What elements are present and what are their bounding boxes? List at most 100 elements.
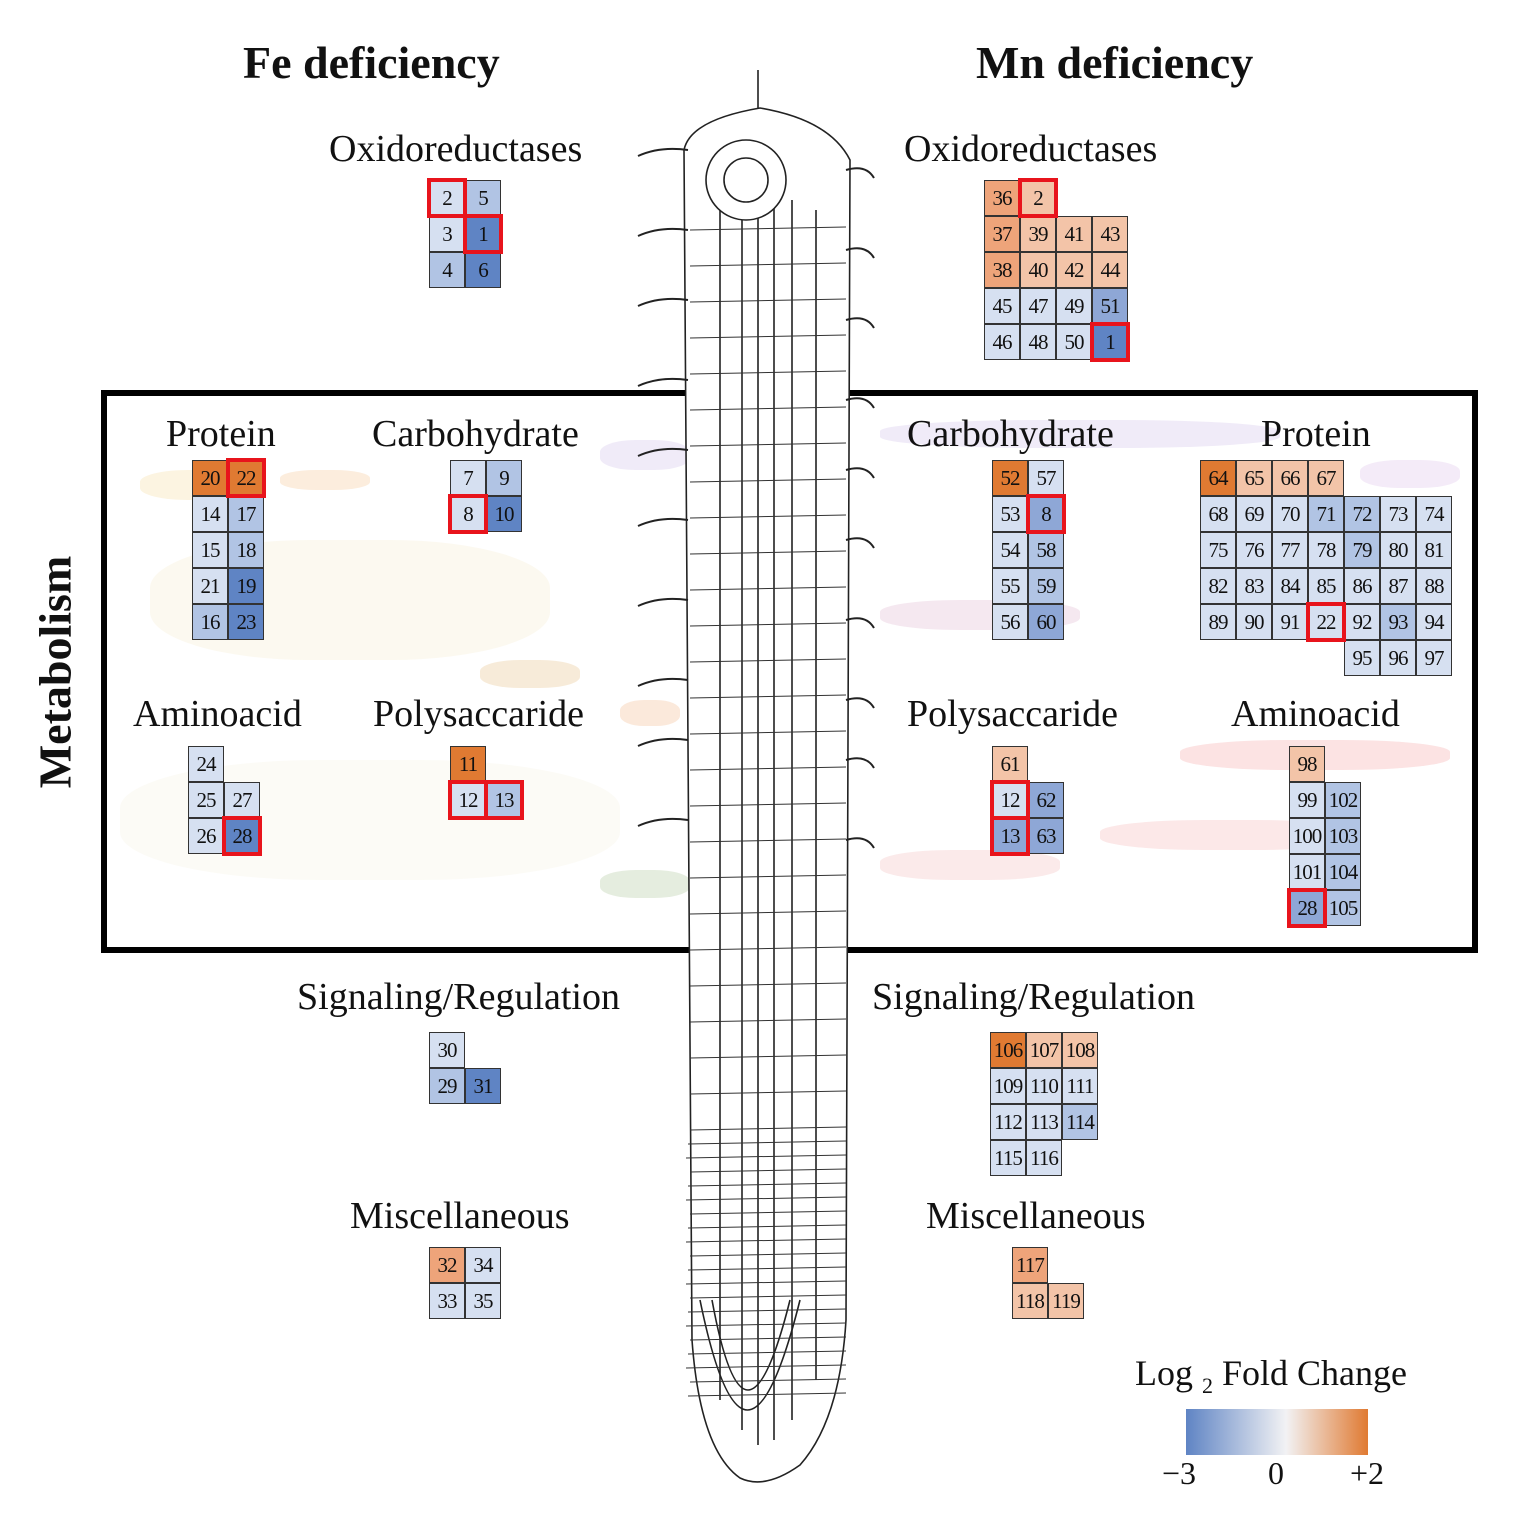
protein-cell-10: 10: [486, 496, 522, 532]
protein-cell-103: 103: [1325, 818, 1361, 854]
protein-cell-33: 33: [429, 1283, 465, 1319]
fe-oxidoreductases-title: Oxidoreductases: [329, 128, 583, 170]
protein-cell-88: 88: [1416, 568, 1452, 604]
protein-cell-70: 70: [1272, 496, 1308, 532]
protein-cell-6: 6: [465, 252, 501, 288]
protein-cell-44: 44: [1092, 252, 1128, 288]
protein-cell-47: 47: [1020, 288, 1056, 324]
protein-cell-38: 38: [984, 252, 1020, 288]
legend-title-prefix: Log: [1135, 1353, 1193, 1393]
protein-cell-45: 45: [984, 288, 1020, 324]
protein-cell-17: 17: [228, 496, 264, 532]
protein-cell-85: 85: [1308, 568, 1344, 604]
protein-cell-72: 72: [1344, 496, 1380, 532]
highlighted-protein-cell-8: 8: [1026, 494, 1066, 534]
protein-cell-61: 61: [992, 746, 1028, 782]
protein-cell-16: 16: [192, 604, 228, 640]
protein-cell-75: 75: [1200, 532, 1236, 568]
protein-cell-93: 93: [1380, 604, 1416, 640]
protein-cell-25: 25: [188, 782, 224, 818]
protein-cell-49: 49: [1056, 288, 1092, 324]
protein-cell-7: 7: [450, 460, 486, 496]
highlighted-protein-cell-22: 22: [1306, 602, 1346, 642]
protein-cell-18: 18: [228, 532, 264, 568]
legend-tick-zero: 0: [1268, 1455, 1284, 1491]
protein-cell-83: 83: [1236, 568, 1272, 604]
protein-cell-42: 42: [1056, 252, 1092, 288]
protein-cell-71: 71: [1308, 496, 1344, 532]
protein-cell-79: 79: [1344, 532, 1380, 568]
highlighted-protein-cell-1: 1: [1090, 322, 1130, 362]
protein-cell-46: 46: [984, 324, 1020, 360]
protein-cell-68: 68: [1200, 496, 1236, 532]
protein-cell-35: 35: [465, 1283, 501, 1319]
protein-cell-15: 15: [192, 532, 228, 568]
legend-title-suffix: Fold Change: [1222, 1353, 1407, 1393]
protein-cell-52: 52: [992, 460, 1028, 496]
protein-cell-26: 26: [188, 818, 224, 854]
protein-cell-53: 53: [992, 496, 1028, 532]
protein-cell-40: 40: [1020, 252, 1056, 288]
protein-cell-80: 80: [1380, 532, 1416, 568]
protein-cell-105: 105: [1325, 890, 1361, 926]
protein-cell-60: 60: [1028, 604, 1064, 640]
protein-cell-73: 73: [1380, 496, 1416, 532]
highlighted-protein-cell-13: 13: [484, 780, 524, 820]
protein-cell-27: 27: [224, 782, 260, 818]
protein-cell-96: 96: [1380, 640, 1416, 676]
protein-cell-84: 84: [1272, 568, 1308, 604]
protein-cell-107: 107: [1026, 1032, 1062, 1068]
mn-aminoacid-title: Aminoacid: [1231, 693, 1400, 735]
highlighted-protein-cell-12: 12: [990, 780, 1030, 820]
protein-cell-90: 90: [1236, 604, 1272, 640]
protein-cell-92: 92: [1344, 604, 1380, 640]
legend-color-bar: [1186, 1409, 1368, 1455]
protein-cell-95: 95: [1344, 640, 1380, 676]
protein-cell-98: 98: [1289, 746, 1325, 782]
protein-cell-31: 31: [465, 1068, 501, 1104]
protein-cell-11: 11: [450, 746, 486, 782]
protein-cell-81: 81: [1416, 532, 1452, 568]
protein-cell-114: 114: [1062, 1104, 1098, 1140]
protein-cell-86: 86: [1344, 568, 1380, 604]
protein-cell-89: 89: [1200, 604, 1236, 640]
protein-cell-65: 65: [1236, 460, 1272, 496]
protein-cell-69: 69: [1236, 496, 1272, 532]
protein-cell-119: 119: [1048, 1283, 1084, 1319]
protein-cell-63: 63: [1028, 818, 1064, 854]
mn-deficiency-heading: Mn deficiency: [976, 37, 1254, 88]
protein-cell-29: 29: [429, 1068, 465, 1104]
protein-cell-102: 102: [1325, 782, 1361, 818]
protein-cell-39: 39: [1020, 216, 1056, 252]
protein-cell-118: 118: [1012, 1283, 1048, 1319]
protein-cell-116: 116: [1026, 1140, 1062, 1176]
protein-cell-55: 55: [992, 568, 1028, 604]
protein-cell-97: 97: [1416, 640, 1452, 676]
protein-cell-112: 112: [990, 1104, 1026, 1140]
protein-cell-20: 20: [192, 460, 228, 496]
protein-cell-24: 24: [188, 746, 224, 782]
protein-cell-108: 108: [1062, 1032, 1098, 1068]
protein-cell-109: 109: [990, 1068, 1026, 1104]
highlighted-protein-cell-28: 28: [1287, 888, 1327, 928]
protein-cell-77: 77: [1272, 532, 1308, 568]
metabolism-label: Metabolism: [29, 555, 81, 789]
protein-cell-62: 62: [1028, 782, 1064, 818]
protein-cell-106: 106: [990, 1032, 1026, 1068]
protein-cell-5: 5: [465, 180, 501, 216]
protein-cell-87: 87: [1380, 568, 1416, 604]
mn-polysaccaride-title: Polysaccaride: [907, 693, 1119, 735]
highlighted-protein-cell-22: 22: [226, 458, 266, 498]
protein-cell-94: 94: [1416, 604, 1452, 640]
protein-cell-66: 66: [1272, 460, 1308, 496]
mn-signaling-title: Signaling/Regulation: [872, 976, 1195, 1018]
highlighted-protein-cell-28: 28: [222, 816, 262, 856]
highlighted-protein-cell-2: 2: [1018, 178, 1058, 218]
fe-protein-title: Protein: [166, 413, 276, 455]
protein-cell-67: 67: [1308, 460, 1344, 496]
protein-cell-56: 56: [992, 604, 1028, 640]
protein-cell-111: 111: [1062, 1068, 1098, 1104]
highlighted-protein-cell-2: 2: [427, 178, 467, 218]
protein-cell-3: 3: [429, 216, 465, 252]
